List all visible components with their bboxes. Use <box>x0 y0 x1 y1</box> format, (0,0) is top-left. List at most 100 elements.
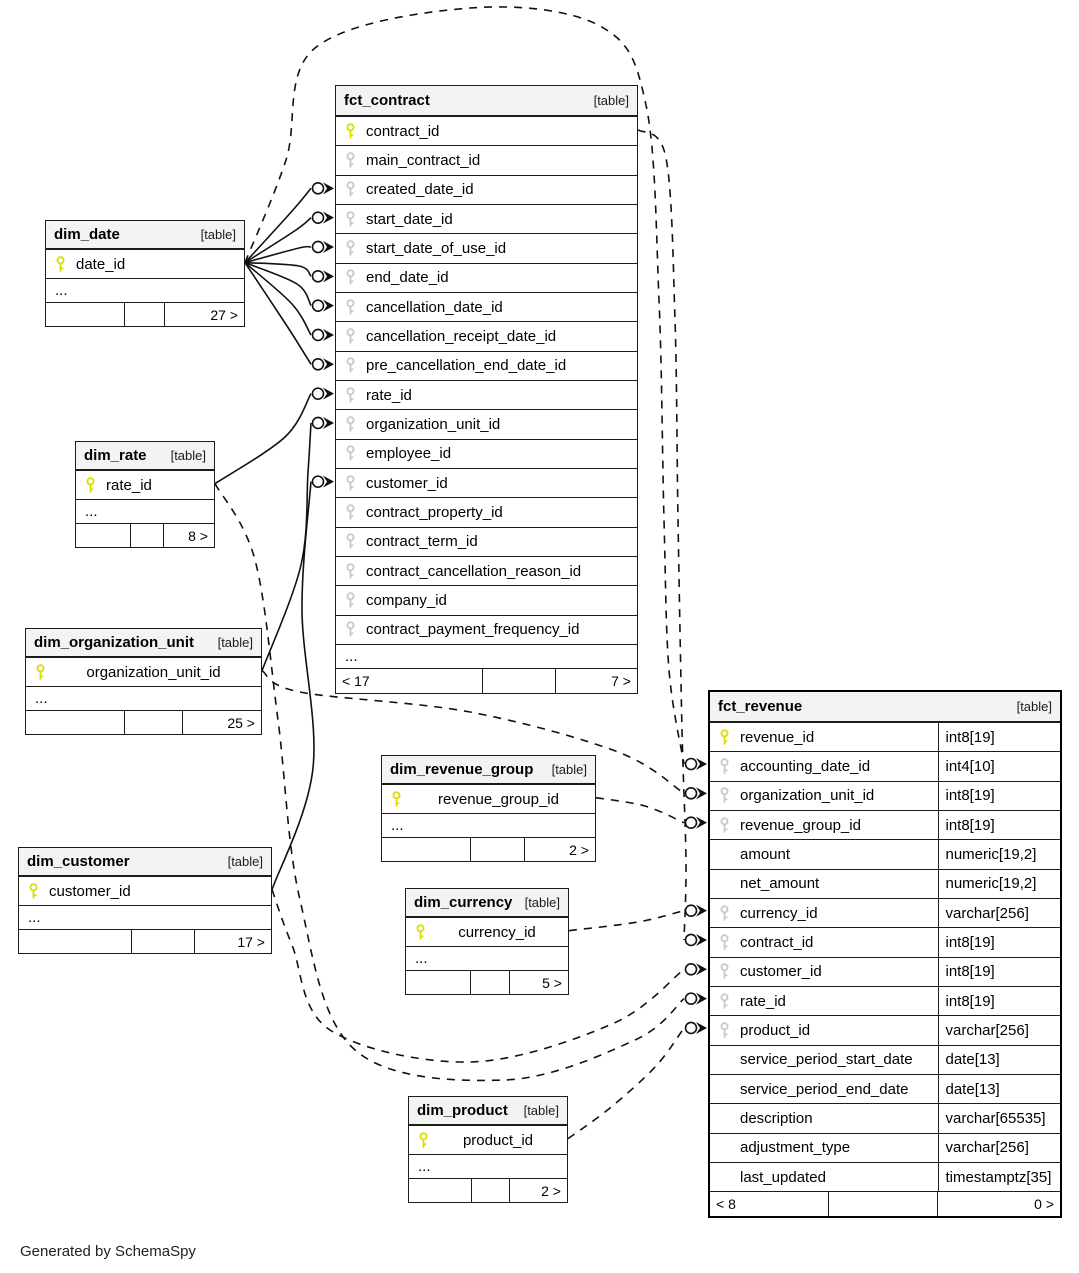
relationship-dim_organization_unit.organization_unit_id-to-fct_revenue.organization_unit_id <box>261 669 685 794</box>
column-type: varchar[65535] <box>937 1104 1061 1133</box>
footer-parents-count: < 17 <box>336 668 484 693</box>
footer-parents-count <box>46 303 126 327</box>
more-columns-ellipsis: ... <box>76 499 214 523</box>
column-fct_contract-start_date_of_use_id: start_date_of_use_id <box>336 233 637 262</box>
table-tag: [table] <box>551 762 587 777</box>
key-icon <box>346 152 355 168</box>
table-dim_organization_unit: dim_organization_unit[table]organization… <box>25 628 262 736</box>
table-title-fct_revenue[interactable]: fct_revenue <box>718 698 803 715</box>
key-icon <box>346 181 355 197</box>
footer-spacer <box>471 971 510 995</box>
connector-endpoint <box>684 992 707 1005</box>
connector-endpoint <box>684 904 707 917</box>
footer-spacer <box>125 303 165 327</box>
column-dim_rate-rate_id: rate_id <box>76 470 214 499</box>
key-icon <box>346 592 355 608</box>
footer-spacer <box>125 711 184 735</box>
column-fct_contract-end_date_id: end_date_id <box>336 262 637 292</box>
table-dim_rate: dim_rate[table]rate_id...8 > <box>75 441 215 549</box>
column-fct_contract-cancellation_date_id: cancellation_date_id <box>336 291 637 321</box>
column-type: int8[19] <box>937 781 1061 810</box>
key-icon <box>346 240 355 256</box>
relationship-fct_contract.contract_id-to-fct_revenue.contract_id <box>637 128 687 941</box>
column-dim_currency-currency_id: currency_id <box>406 917 568 946</box>
column-fct_contract-contract_payment_frequency_id: contract_payment_frequency_id <box>336 614 637 644</box>
column-type: int4[10] <box>937 752 1061 781</box>
key-icon <box>346 474 355 491</box>
footer-children-count: 2 > <box>541 1182 561 1199</box>
relationship-dim_rate.rate_id-to-fct_revenue.rate_id <box>214 483 685 1082</box>
table-title-fct_contract[interactable]: fct_contract <box>344 92 430 109</box>
table-title-dim_currency[interactable]: dim_currency <box>414 894 513 911</box>
key-icon <box>720 816 729 833</box>
table-footer: 2 > <box>409 1178 567 1203</box>
table-footer: 2 > <box>382 837 595 862</box>
footer-parents-count <box>76 524 132 548</box>
table-title-dim_organization_unit[interactable]: dim_organization_unit <box>34 634 195 651</box>
key-icon <box>720 758 729 774</box>
key-icon <box>56 255 65 272</box>
relationship-dim_date.date_id-to-fct_contract.pre_cancellation_end_date_id <box>244 262 312 365</box>
relationship-dim_date.date_id-to-fct_contract.start_date_id <box>244 217 312 264</box>
relationship-dim_date.date_id-to-fct_contract.cancellation_date_id <box>244 261 312 307</box>
table-title-dim_rate[interactable]: dim_rate <box>84 447 147 464</box>
column-type: int8[19] <box>937 810 1061 840</box>
key-icon <box>346 298 355 315</box>
column-dim_organization_unit-organization_unit_id: organization_unit_id <box>26 657 261 686</box>
footer-children-count: 7 > <box>611 672 631 689</box>
connector-endpoint <box>311 299 334 312</box>
key-icon <box>416 923 425 940</box>
generated-by-note: Generated by SchemaSpy <box>20 1243 196 1260</box>
relationship-dim_customer.customer_id-to-fct_revenue.customer_id <box>271 889 685 1063</box>
table-title-dim_revenue_group[interactable]: dim_revenue_group <box>390 761 534 778</box>
column-fct_contract-contract_id: contract_id <box>336 116 637 145</box>
relationship-dim_date.date_id-to-fct_revenue.accounting_date_id <box>244 6 685 765</box>
connector-endpoint <box>311 387 334 400</box>
column-dim_product-product_id: product_id <box>409 1125 567 1154</box>
footer-spacer <box>483 668 556 693</box>
table-title-dim_product[interactable]: dim_product <box>417 1102 508 1119</box>
column-dim_customer-customer_id: customer_id <box>19 876 271 905</box>
footer-spacer <box>471 838 525 862</box>
key-icon <box>720 787 729 803</box>
table-dim_revenue_group: dim_revenue_group[table]revenue_group_id… <box>381 755 596 863</box>
column-type: int8[19] <box>937 957 1061 986</box>
key-icon <box>346 386 355 403</box>
key-icon <box>346 562 355 579</box>
footer-spacer <box>131 524 165 548</box>
connector-endpoint <box>311 475 334 488</box>
footer-parents-count <box>382 838 472 862</box>
key-icon <box>29 882 38 899</box>
key-icon <box>419 1131 428 1148</box>
table-title-dim_date[interactable]: dim_date <box>54 226 120 243</box>
key-icon <box>346 533 355 549</box>
connector-endpoint <box>684 1021 707 1035</box>
more-columns-ellipsis: ... <box>336 643 637 668</box>
key-icon <box>720 992 729 1009</box>
relationship-dim_product.product_id-to-fct_revenue.product_id <box>567 1027 685 1140</box>
key-icon <box>346 621 355 637</box>
connector-endpoint <box>684 816 707 829</box>
key-icon <box>346 328 355 344</box>
column-type: int8[19] <box>937 928 1061 957</box>
connector-endpoint <box>311 240 334 254</box>
connector-endpoint <box>311 270 334 283</box>
key-icon <box>346 445 355 461</box>
column-fct_contract-organization_unit_id: organization_unit_id <box>336 409 637 438</box>
table-footer: 25 > <box>26 710 261 735</box>
footer-spacer <box>132 930 196 954</box>
table-title-dim_customer[interactable]: dim_customer <box>27 853 130 870</box>
table-footer: 17 > <box>19 929 271 954</box>
